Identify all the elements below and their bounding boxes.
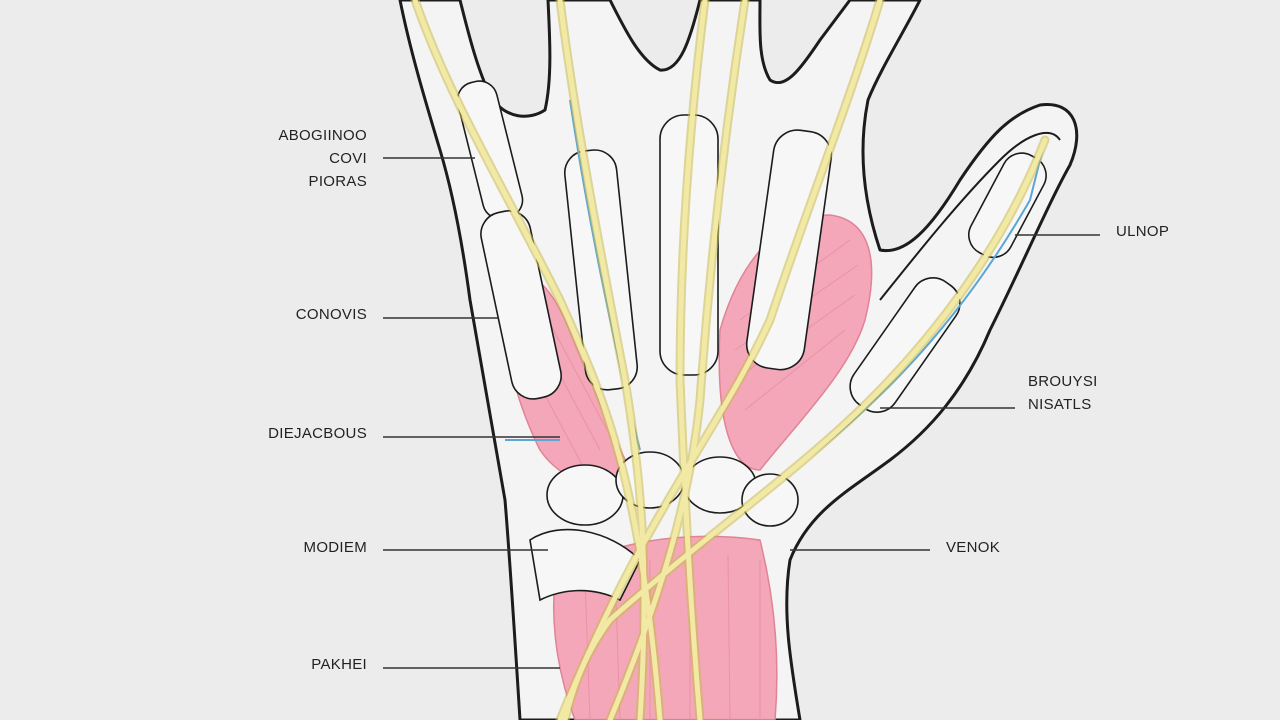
nerve-index-1 <box>607 0 748 720</box>
label-right-2: BROUYSI NISATLS <box>1028 370 1098 416</box>
metacarpal-index <box>745 129 833 371</box>
label-left-2: CONOVIS <box>296 303 367 326</box>
leader-lines <box>383 157 1100 669</box>
label-left-2-line-1: CONOVIS <box>295 306 367 323</box>
nerves <box>410 0 1050 720</box>
label-left-1-line-2: COVI <box>329 150 367 167</box>
label-left-1: ABOGIINOO COVI PIORAS <box>278 124 367 193</box>
label-right-1-line-1: ULNOP <box>1116 223 1170 240</box>
nerve-little-finger <box>412 0 663 720</box>
label-left-1-line-3: PIORAS <box>308 173 367 190</box>
nerve-ring-finger <box>557 0 647 720</box>
carpal-bone-4 <box>741 473 799 527</box>
label-right-2-line-2: NISATLS <box>1028 396 1092 413</box>
label-left-3: DIEJACBOUS <box>268 422 367 445</box>
label-left-3-line-1: DIEJACBOUS <box>268 425 367 442</box>
nerve-thumb <box>562 137 1048 720</box>
label-left-1-line-1: ABOGIINOO <box>278 127 367 144</box>
label-left-5-line-1: PAKHEI <box>311 656 367 673</box>
label-right-3: VENOK <box>946 536 1000 559</box>
label-left-4: MODIEM <box>304 536 367 559</box>
label-right-3-line-1: VENOK <box>946 539 1001 556</box>
nerve-index-2 <box>557 0 883 720</box>
nerve-middle-finger <box>677 0 708 720</box>
carpal-bone-1 <box>546 464 624 526</box>
metacarpal-little <box>480 210 562 400</box>
thumb-inner-contour <box>879 131 1061 301</box>
label-left-5: PAKHEI <box>311 653 367 676</box>
label-right-2-line-1: BROUYSI <box>1028 373 1098 390</box>
label-left-4-line-1: MODIEM <box>303 539 367 556</box>
label-right-1: ULNOP <box>1116 220 1169 243</box>
